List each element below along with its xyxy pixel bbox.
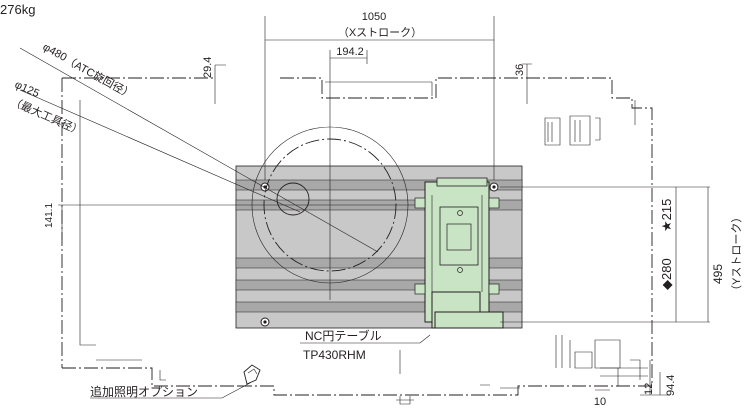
atc-swing-label: （ATC旋回径）: [63, 52, 136, 101]
dim-194: 194.2: [336, 46, 364, 58]
nc-model-label: TP430RHM: [303, 348, 366, 362]
dim-215: ★215: [659, 199, 674, 232]
dim-1050: 1050: [362, 11, 386, 23]
right-equipment: [544, 115, 648, 386]
dimension-lines: [58, 16, 710, 396]
dim-141: 141.1: [44, 203, 55, 228]
dim-29: 29.4: [202, 57, 214, 78]
leader-lines: [19, 47, 431, 399]
light-option-label: 追加照明オプション: [90, 384, 198, 399]
dim-10: 10: [594, 396, 606, 408]
dim-94: 94.4: [665, 375, 677, 396]
atc-circles: [236, 110, 420, 300]
weight-label: 276kg: [0, 2, 35, 17]
dim-280: ◆280: [659, 258, 674, 290]
dim-y-stroke: （Yストローク）: [730, 212, 743, 296]
dim-36: 36: [514, 64, 526, 76]
dim-12: 12: [643, 383, 655, 395]
max-tool-label: （最大工具径）: [9, 94, 85, 138]
nc-rotary-table: [414, 177, 504, 329]
dim-495: 495: [711, 264, 725, 284]
bottom-details: [243, 364, 520, 405]
nc-table-label: NC円テーブル: [305, 328, 382, 343]
dim-x-stroke: （Xストローク）: [338, 26, 422, 39]
